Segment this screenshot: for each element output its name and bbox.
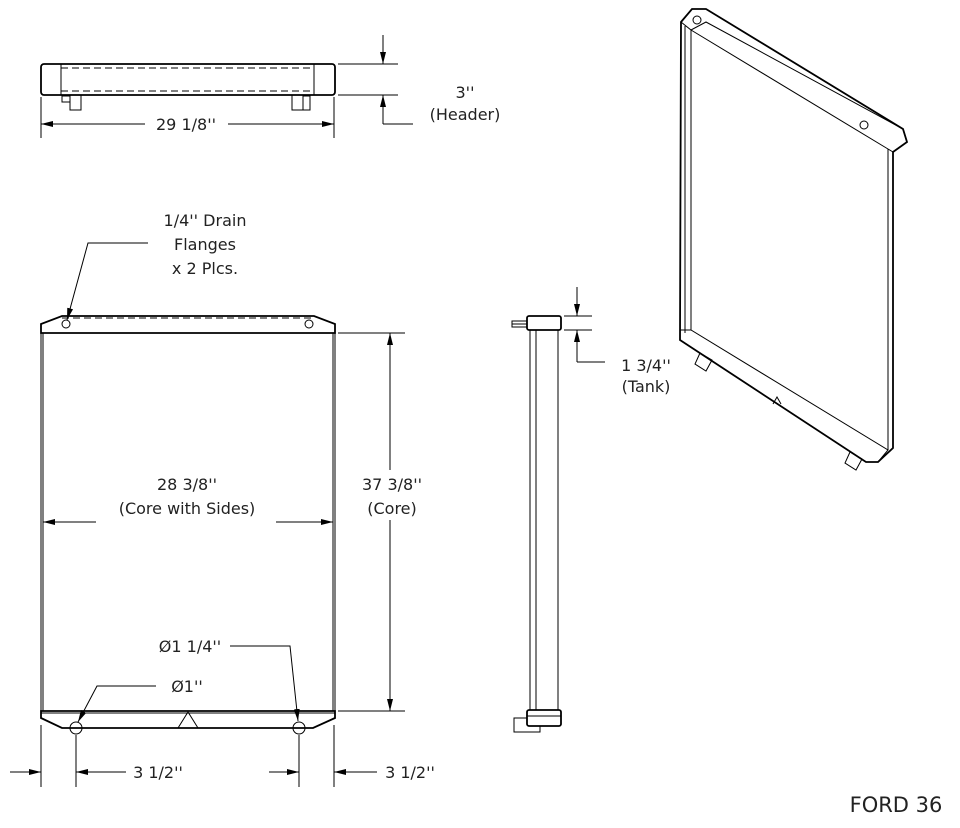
drawing-title: FORD 36: [850, 793, 943, 817]
tank-dimension: 1 3/4'': [621, 356, 671, 375]
inlet-icon: [69, 721, 83, 735]
top-width-dimension: 29 1/8'': [156, 115, 216, 134]
outlet-diameter: Ø1 1/4'': [159, 637, 221, 656]
core-height-label: (Core): [367, 499, 417, 518]
fitting-icon: [291, 94, 304, 111]
header-label: (Header): [430, 105, 501, 124]
left-offset-dimension: 3 1/2'': [133, 763, 183, 782]
drain-flange-icon: [61, 319, 71, 329]
inlet-diameter: Ø1'': [171, 677, 203, 696]
tank-label: (Tank): [622, 377, 671, 396]
drain-flange-icon: [304, 319, 314, 329]
drain-note-line1: 1/4'' Drain: [164, 211, 247, 230]
header-dimension: 3'': [456, 83, 475, 102]
drain-note-line2: Flanges: [174, 235, 236, 254]
fitting-icon: [69, 94, 82, 111]
right-offset-dimension: 3 1/2'': [385, 763, 435, 782]
core-width-dimension: 28 3/8'': [157, 475, 217, 494]
front-view: 1/4'' Drain Flanges x 2 Plcs. 28 3/8'' (…: [10, 211, 435, 787]
top-view: 29 1/8'' 3'' (Header): [40, 35, 501, 138]
core-width-label: (Core with Sides): [119, 499, 256, 518]
isometric-view: [679, 8, 909, 471]
drain-note-line3: x 2 Plcs.: [172, 259, 238, 278]
side-view: 1 3/4'' (Tank): [511, 287, 671, 733]
core-height-dimension: 37 3/8'': [362, 475, 422, 494]
outlet-icon: [292, 721, 306, 735]
